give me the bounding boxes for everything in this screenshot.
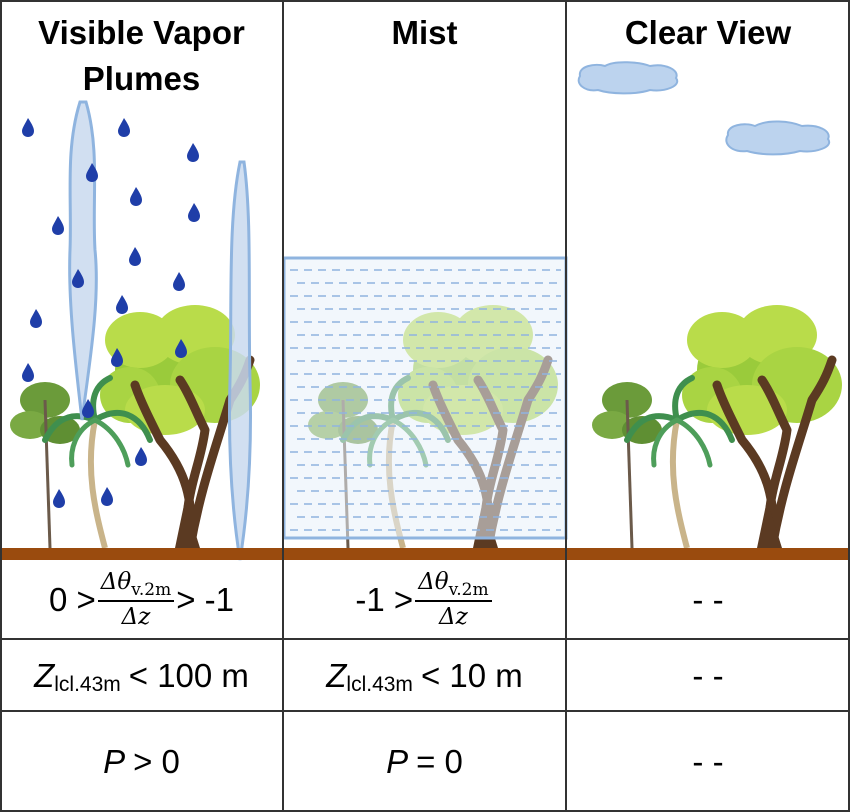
gradient-right-text: > -1 — [176, 580, 234, 618]
cloud-1 — [577, 61, 679, 95]
precip-condition: > 0 — [133, 742, 180, 780]
fraction-denominator: Δz — [121, 604, 151, 630]
lcl-subscript: lcl.43m — [346, 672, 413, 696]
mist-layer — [282, 256, 568, 540]
gradient-left-text: 0 > — [49, 580, 96, 618]
header-line-1: Visible Vapor — [38, 14, 245, 51]
trees-plumes — [10, 305, 260, 548]
criterion-gradient-clear: - - — [692, 580, 724, 618]
criterion-lcl-clear: - - — [692, 656, 724, 694]
fraction-numerator: Δθ — [100, 569, 132, 595]
lcl-condition: < 100 m — [128, 656, 249, 694]
criterion-precip-plumes: P> 0 — [0, 712, 283, 811]
ground-strip — [0, 548, 850, 560]
precip-symbol: P — [103, 742, 126, 780]
gradient-left-text: -1 > — [355, 580, 414, 618]
fraction-numerator: Δθ — [418, 569, 449, 595]
vapor-plume-right — [228, 160, 252, 561]
criterion-precip-mist: P= 0 — [283, 712, 566, 811]
fraction-numerator-sub: v.2m — [131, 580, 172, 600]
gradient-fraction: Δθv.2m Δz — [415, 568, 492, 631]
vapor-plume-left — [68, 100, 98, 421]
header-line-1: Mist — [391, 14, 458, 51]
criterion-gradient-mist: -1 > Δθv.2m Δz — [283, 560, 566, 639]
lcl-symbol: Z — [34, 656, 55, 694]
criterion-gradient-plumes: 0 > Δθv.2m Δz > -1 — [0, 560, 283, 639]
precip-symbol: P — [386, 742, 409, 780]
lcl-condition: < 10 m — [420, 656, 523, 694]
lcl-symbol: Z — [326, 656, 347, 694]
header-line-2: Plumes — [82, 60, 201, 97]
gradient-fraction: Δθv.2m Δz — [97, 568, 175, 631]
fraction-numerator-sub: v.2m — [448, 580, 489, 600]
column-header-plumes: Visible Vapor Plumes — [0, 10, 283, 102]
fraction-denominator: Δz — [439, 604, 468, 630]
criterion-precip-clear: - - — [692, 742, 724, 780]
column-header-mist: Mist — [283, 10, 566, 56]
precip-condition: = 0 — [416, 742, 463, 780]
column-header-clear: Clear View — [566, 10, 850, 56]
trees-clear — [592, 305, 842, 548]
header-line-1: Clear View — [624, 14, 792, 51]
lcl-subscript: lcl.43m — [54, 672, 121, 696]
cloud-2 — [725, 120, 831, 156]
